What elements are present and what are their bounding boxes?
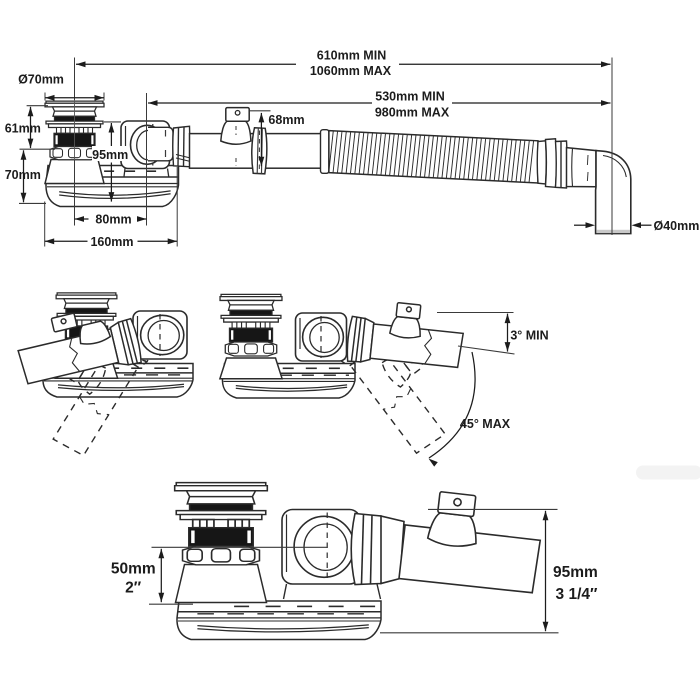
svg-text:68mm: 68mm <box>268 113 304 127</box>
svg-text:61mm: 61mm <box>5 122 41 136</box>
svg-text:45° MAX: 45° MAX <box>460 417 511 431</box>
svg-text:530mm MIN: 530mm MIN <box>375 90 444 104</box>
svg-text:70mm: 70mm <box>5 168 41 182</box>
svg-text:95mm: 95mm <box>553 564 598 581</box>
svg-text:610mm MIN: 610mm MIN <box>317 48 386 62</box>
svg-text:95mm: 95mm <box>92 148 128 162</box>
svg-text:Ø70mm: Ø70mm <box>18 73 64 87</box>
svg-text:1060mm MAX: 1060mm MAX <box>310 64 392 78</box>
svg-text:3 1/4″: 3 1/4″ <box>556 586 598 603</box>
svg-text:3° MIN: 3° MIN <box>510 329 548 343</box>
svg-text:Ø40mm: Ø40mm <box>654 219 700 233</box>
svg-text:50mm: 50mm <box>111 560 156 577</box>
svg-text:2″: 2″ <box>125 579 142 596</box>
svg-text:160mm: 160mm <box>90 235 133 249</box>
svg-text:80mm: 80mm <box>95 213 131 227</box>
svg-text:980mm MAX: 980mm MAX <box>375 106 450 120</box>
